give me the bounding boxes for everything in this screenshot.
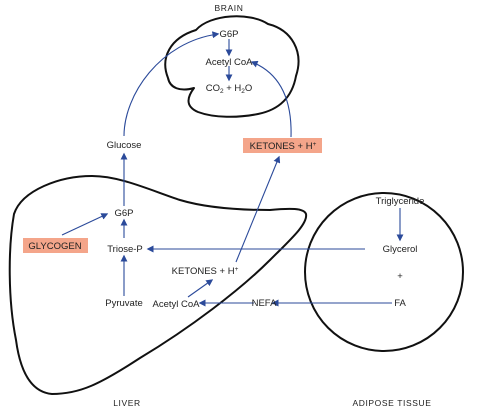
adipose-tissue-label: ADIPOSE TISSUE [352,398,431,408]
brain-g6p-label: G6P [219,29,238,40]
h2o-subscript: 2 [241,88,245,95]
arrow-glycogen-to-g6p [61,213,109,236]
liver-ketones-text: KETONES + H [172,266,235,277]
brain-outline [164,15,300,118]
triose-p-label: Triose-P [107,244,143,255]
fa-label: FA [394,298,406,309]
arrow-liver-ketones-to-top-ketones [235,155,281,263]
liver-label: LIVER [113,398,141,408]
co2-h2o-label: CO2 + H2O [206,83,253,95]
glycerol-label: Glycerol [383,244,418,255]
liver-ketones-sup: + [235,266,239,273]
h2o-suffix: O [245,83,252,94]
brain-acetyl-coa-label: Acetyl CoA [206,57,254,68]
arrow-acetylcoa-to-ketones-liver [187,279,214,298]
co2-prefix: CO [206,83,220,94]
brain-label: BRAIN [215,3,244,13]
plus-label: + [397,271,403,282]
ketones-top-label: KETONES + H+ [250,141,317,152]
ketones-top-highlight [243,138,322,153]
arrow-ketones-to-brain-acetylcoa [250,60,292,138]
ketones-top-text: KETONES + H [250,141,313,152]
arrow-glucose-to-brain-g6p [123,31,220,137]
triglyceride-label: Triglyceride [376,196,425,207]
glucose-label: Glucose [107,140,142,151]
liver-g6p-label: G6P [114,208,133,219]
co2-plus-h: + H [224,83,242,94]
co2-subscript: 2 [220,88,224,95]
ketones-top-sup: + [313,141,317,148]
liver-ketones-label: KETONES + H+ [172,266,239,277]
glycogen-label: GLYCOGEN [28,241,81,252]
liver-outline [8,175,308,395]
adipose-outline [304,192,464,352]
nefa-label: NEFA [252,298,277,309]
glycogen-highlight [23,238,88,253]
pyruvate-label: Pyruvate [105,298,143,309]
liver-acetyl-coa-label: Acetyl CoA [153,299,201,310]
